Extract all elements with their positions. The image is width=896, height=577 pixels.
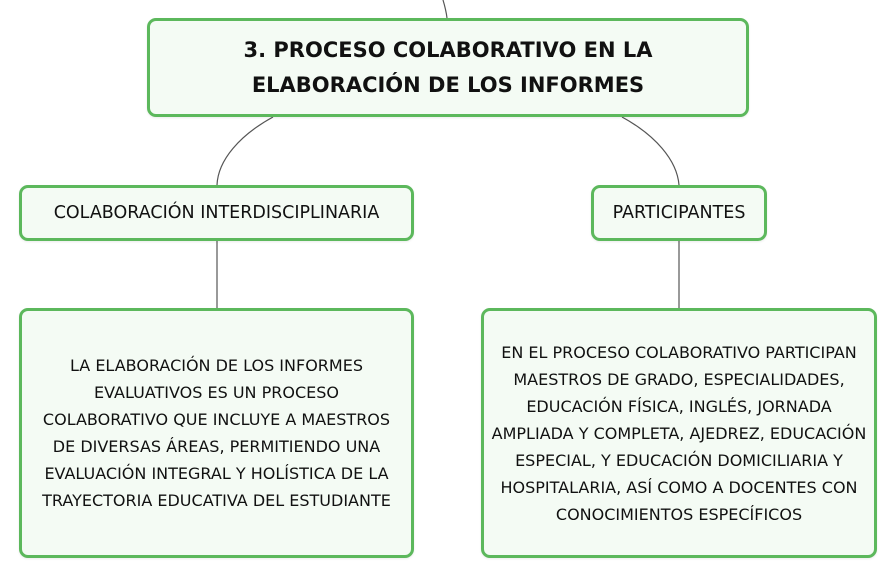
title-node[interactable]: 3. PROCESO COLABORATIVO EN LA ELABORACIÓ… <box>147 18 749 117</box>
connector-parent-to-title <box>442 0 448 19</box>
title-node-text: 3. PROCESO COLABORATIVO EN LA ELABORACIÓ… <box>243 37 653 97</box>
participantes-node[interactable]: PARTICIPANTES <box>591 185 767 241</box>
participantes-node-text: PARTICIPANTES <box>612 203 746 223</box>
participantes-description-node[interactable]: EN EL PROCESO COLABORATIVO PARTICIPAN MA… <box>481 308 877 558</box>
participantes-description-text: EN EL PROCESO COLABORATIVO PARTICIPAN MA… <box>491 342 867 524</box>
colaboracion-description-text: LA ELABORACIÓN DE LOS INFORMES EVALUATIV… <box>42 356 391 510</box>
colaboracion-interdisciplinaria-node[interactable]: COLABORACIÓN INTERDISCIPLINARIA <box>19 185 414 241</box>
connector-title-to-colaboracion <box>216 116 274 186</box>
colaboracion-description-node[interactable]: LA ELABORACIÓN DE LOS INFORMES EVALUATIV… <box>19 308 414 558</box>
connector-title-to-participantes <box>621 116 680 186</box>
colaboracion-node-text: COLABORACIÓN INTERDISCIPLINARIA <box>53 203 380 223</box>
